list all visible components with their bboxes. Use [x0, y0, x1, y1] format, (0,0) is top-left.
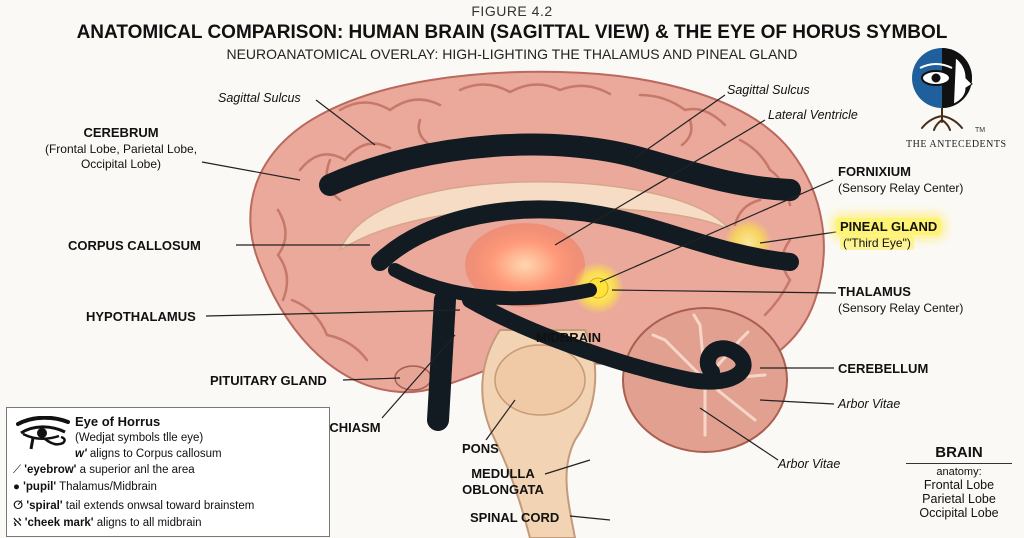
brain-box-lobe: Parietal Lobe — [922, 492, 996, 506]
label-fornixium: FORNIXIUM — [838, 164, 911, 179]
label-sagittal-sulcus-left: Sagittal Sulcus — [218, 91, 301, 105]
label-medulla: MEDULLA — [471, 466, 535, 481]
logo-trademark: TM — [975, 127, 986, 134]
legend-line-3: ⟋ 'eyebrow' a superior anl the area — [13, 464, 195, 476]
logo-text: THE ANTECEDENTS — [906, 139, 1007, 150]
antecedents-logo — [912, 48, 973, 131]
eye-of-horus — [319, 133, 801, 431]
legend-line-5: ⵚ 'spiral' tail extends onwsal toward br… — [13, 500, 255, 512]
pituitary-shape — [394, 365, 432, 391]
label-pons: PONS — [462, 441, 499, 456]
figure-number: FIGURE 4.2 — [471, 3, 553, 19]
label-cerebrum: CEREBRUM — [83, 125, 159, 140]
label-arbor-vitae-right: Arbor Vitae — [838, 397, 901, 411]
legend-line-6: ℵ 'cheek mark' aligns to all midbrain — [13, 517, 202, 529]
label-lateral-ventricle: Lateral Ventricle — [768, 108, 858, 122]
label-sagittal-sulcus-right: Sagittal Sulcus — [727, 83, 810, 97]
label-arbor-vitae-lower: Arbor Vitae — [778, 457, 841, 471]
cheek-mark-icon: ℵ — [13, 517, 22, 529]
label-cerebrum-sub1: (Frontal Lobe, Parietal Lobe, — [44, 142, 198, 156]
brain-box-heading: BRAIN — [906, 444, 1012, 464]
label-thalamus-sub: (Sensory Relay Center) — [838, 301, 964, 315]
label-hypothalamus: HYPOTHALAMUS — [86, 309, 196, 324]
brain-box-lobe: Occipital Lobe — [919, 506, 999, 520]
eye-of-horus-icon — [16, 416, 70, 450]
label-midbrain: MIDBRAIN — [536, 330, 601, 345]
brain-box-anatomy: anatomy: — [936, 466, 982, 478]
label-pituitary-gland: PITUITARY GLAND — [210, 373, 327, 388]
label-spinal-cord: SPINAL CORD — [470, 510, 560, 525]
spiral-icon: ⵚ — [13, 500, 24, 512]
eyebrow-icon: ⟋ — [13, 464, 22, 476]
legend-line-2: w' aligns to Corpus callosum — [75, 448, 222, 460]
brain-anatomy-box: BRAIN anatomy: Frontal Lobe Parietal Lob… — [900, 444, 1018, 520]
page-title: ANATOMICAL COMPARISON: HUMAN BRAIN (SAGI… — [76, 22, 948, 43]
legend-line-2-icon: w' — [75, 448, 87, 460]
label-cerebellum: CEREBELLUM — [838, 361, 929, 376]
brain-box-lobe: Frontal Lobe — [923, 478, 995, 492]
label-cerebrum-sub2: Occipital Lobe) — [80, 157, 162, 171]
label-pineal-gland: PINEAL GLAND — [836, 218, 942, 235]
label-thalamus: THALAMUS — [838, 284, 911, 299]
leader-lines — [201, 94, 837, 521]
legend-title: Eye of Horrus — [75, 414, 161, 429]
page-subtitle: NEUROANATOMICAL OVERLAY: HIGH-LIGHTING T… — [226, 46, 798, 62]
label-corpus-callosum: CORPUS CALLOSUM — [68, 238, 201, 253]
thalamus-shape — [465, 223, 585, 307]
label-pineal-sub: ("Third Eye") — [840, 236, 914, 250]
legend-box: Eye of Horrus (Wedjat symbols tlle eye) … — [6, 407, 330, 537]
pupil-icon: ● — [13, 481, 20, 493]
label-oblongata: OBLONGATA — [462, 482, 544, 497]
legend-line-1: (Wedjat symbols tlle eye) — [75, 432, 204, 444]
label-fornixium-sub: (Sensory Relay Center) — [838, 181, 964, 195]
legend-line-4: ● 'pupil' Thalamus/Midbrain — [13, 481, 157, 493]
